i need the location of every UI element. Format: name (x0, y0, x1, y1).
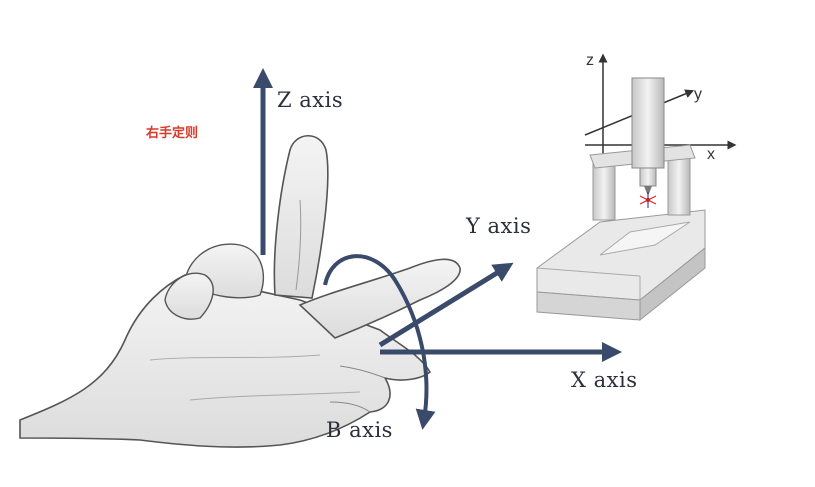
machine-z-label: z (586, 52, 594, 69)
curled-finger-2 (164, 272, 214, 320)
right-hand-rule-label: 右手定则 (146, 126, 199, 141)
machine-x-label: x (707, 146, 715, 163)
machine-illustration (536, 53, 737, 322)
x-axis-label: X axis (571, 368, 638, 392)
probe-point-icon (639, 192, 657, 208)
b-axis-rotation-arrow (323, 254, 436, 430)
y-axis-label: Y axis (466, 214, 532, 238)
z-axis-label: Z axis (277, 88, 344, 112)
thumb (298, 258, 461, 339)
y-axis-arrow (378, 262, 514, 348)
machine-y-label: y (694, 86, 702, 103)
hand-illustration (19, 135, 461, 448)
b-axis-label: B axis (326, 418, 393, 442)
machine-spindle (631, 77, 665, 169)
axis-arrows (253, 68, 622, 430)
